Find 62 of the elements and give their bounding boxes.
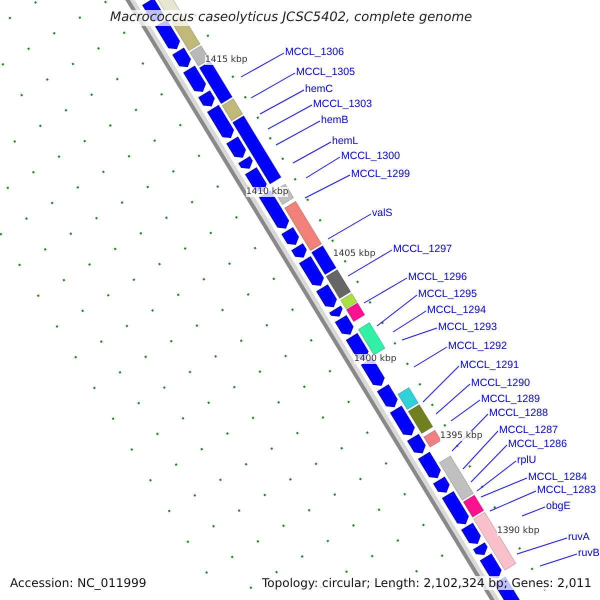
gene-label: MCCL_1303 [313,98,372,110]
gene-label: MCCL_1287 [499,424,558,436]
leader-line [402,328,438,340]
leader-line [304,174,350,198]
gene-label: MCCL_1300 [341,150,400,162]
gene-label: MCCL_1299 [351,168,410,180]
scale-label: 1395 kbp [440,431,482,441]
gene-label: MCCL_1284 [528,471,587,483]
leader-line [392,310,426,332]
leader-line [276,120,320,146]
gene-label: hemC [305,83,334,95]
scale-label: 1400 kbp [354,354,396,364]
gene-label: MCCL_1306 [285,46,344,58]
leader-line [268,104,312,130]
leader-line [476,460,516,492]
leader-line [240,52,284,78]
gene-label: MCCL_1291 [460,359,519,371]
leader-line [450,400,480,422]
gene-label: MCCL_1297 [393,243,452,255]
gene-label: obgE [546,500,571,512]
leader-line [250,72,296,98]
gene-label: hemL [332,135,358,147]
gene-label: MCCL_1305 [296,66,355,78]
gene-label: MCCL_1289 [481,393,540,405]
genome-info-text: Topology: circular; Length: 2,102,324 bp; Genes: 2,011 [262,576,592,590]
leader-line [376,294,418,326]
gene-label: hemB [321,114,348,126]
leader-line [470,444,508,482]
gene-label: MCCL_1290 [471,377,530,389]
leader-line [516,538,568,554]
gene-label: MCCL_1295 [418,288,477,300]
gene-label: MCCL_1283 [537,484,596,496]
leader-line [522,506,546,516]
gene-label: MCCL_1293 [438,321,497,333]
gene-label: rplU [517,454,536,466]
accession-text: Accession: NC_011999 [10,576,146,590]
leader-line [260,90,304,114]
scale-label: 1415 kbp [205,55,248,65]
title: Macrococcus caseolyticus JCSC5402, complete genome [110,10,472,26]
scale-label: 1410 kbp [246,187,288,197]
leader-line [292,142,332,164]
leader-line [462,430,498,470]
gene-label: ruvB [578,547,600,559]
scale-label: 1390 kbp [497,526,540,536]
scale-label: 1405 kbp [333,249,376,259]
gene-label: MCCL_1294 [427,304,486,316]
leader-line [306,156,340,178]
gene-label: MCCL_1296 [408,271,467,283]
leader-line [436,384,470,414]
gene-label: MCCL_1286 [508,438,567,450]
gene-label: MCCL_1292 [448,340,507,352]
gene-label: valS [372,207,392,219]
leader-line [348,250,392,276]
leader-line [364,278,408,304]
leader-line [490,490,536,512]
gene-label: ruvA [568,531,590,543]
gene-label: MCCL_1288 [489,407,548,419]
leader-line [328,214,372,240]
leader-line [422,366,460,402]
leader-line [540,554,578,566]
leader-line [480,478,528,498]
leader-line [414,346,448,368]
